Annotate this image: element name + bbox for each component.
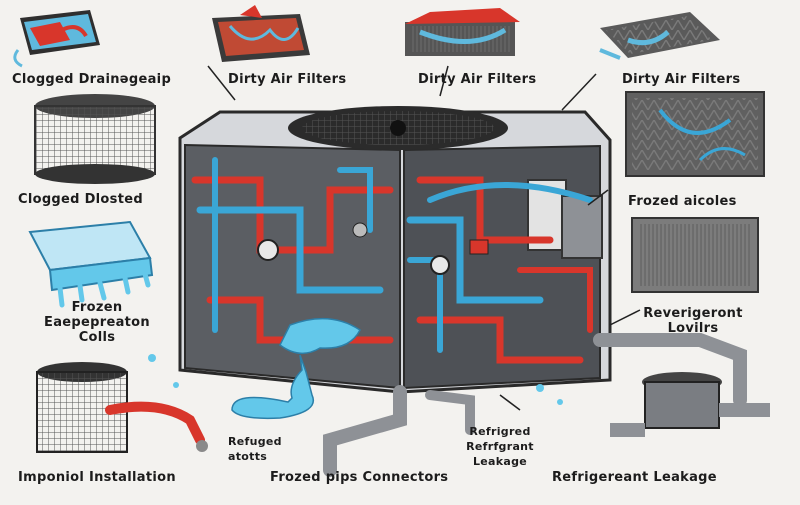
label-dirty-air-filters-3: Dirty Air Filters [622,72,741,87]
valves [257,222,489,275]
frozen-coils-thumb [28,220,154,308]
label-frozen-evaporator-coils: Frozen Eaepepreaton Colls [44,300,150,345]
round-fan-unit-thumb [34,94,156,184]
label-dirty-air-filters-2: Dirty Air Filters [418,72,537,87]
clogged-drain-thumb [13,10,100,68]
louver-panel [631,217,759,293]
leader-lines [207,65,641,411]
label-clogged-closeted: Clogged Dlosted [18,192,143,207]
label-frozen-pipes-connectors: Frozed pips Connectors [270,470,449,485]
label-frozed-coils: Frozed aicoles [628,194,737,209]
dirty-filter-panel [625,91,765,177]
dirty-filter-thumb-3 [599,12,720,60]
label-dirty-air-filters-1: Dirty Air Filters [228,72,347,87]
label-clogged-drain: Clogged Drainəgeaip [12,72,172,87]
dirty-filter-thumb-1 [212,5,310,62]
dirty-filter-thumb-2 [405,8,520,56]
label-refrigerant-leakage: Refrigereant Leakage [552,470,717,485]
water-leak [148,317,563,420]
drain-piping [323,333,747,477]
refrigerant-pipes [191,157,593,364]
label-refrigerant-louvers: Reverigeront Lovilrs [643,306,743,336]
drain-valve [610,372,770,437]
ac-cabinet [178,106,612,394]
compressor-thumb [36,362,208,453]
label-refrigerant-leakage-center: Refrigred Refrfgrant Leakage [466,425,534,468]
label-refuged: Refuged atotts [228,435,282,463]
label-improper-installation: Imponiol Installation [18,470,176,485]
